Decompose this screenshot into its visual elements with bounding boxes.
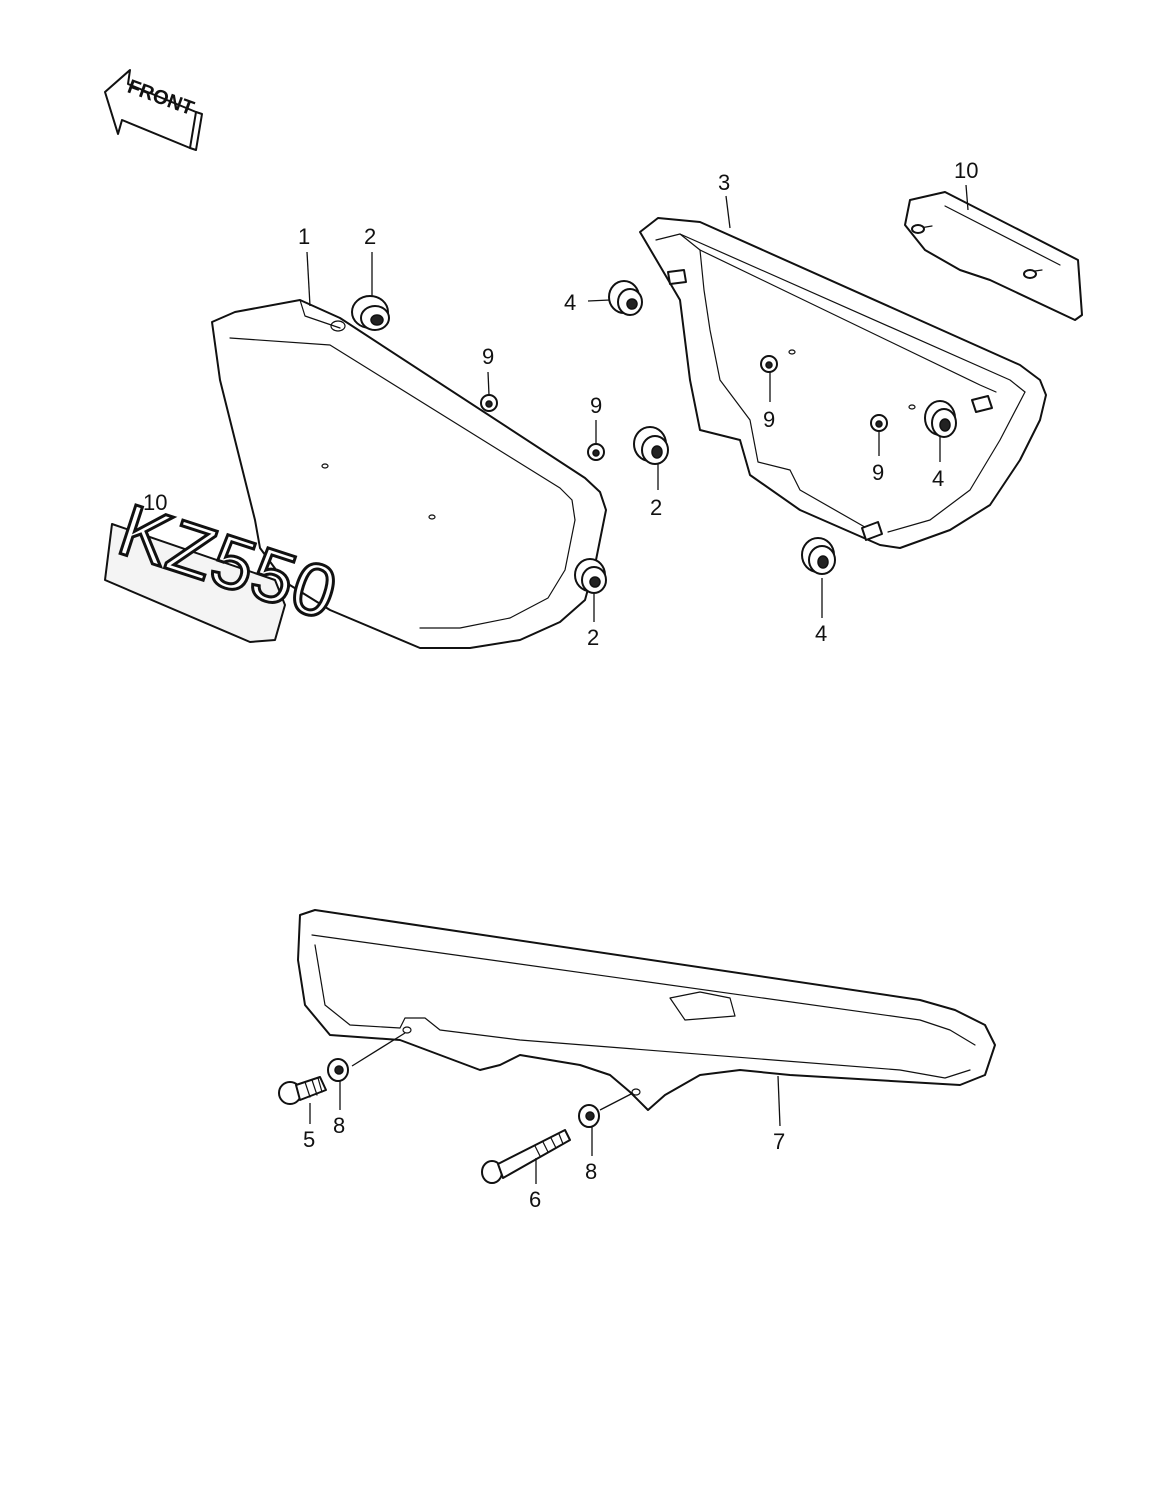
- grommet-2a: [351, 295, 390, 331]
- callout-4a: 4: [564, 290, 576, 315]
- collar-9d: [870, 414, 888, 432]
- callout-10b: 10: [954, 158, 978, 183]
- callout-2a: 2: [364, 224, 376, 249]
- washer-8b: [578, 1104, 600, 1128]
- callout-4c: 4: [815, 621, 827, 646]
- collar-9b: [587, 443, 605, 461]
- callout-1: 1: [298, 224, 310, 249]
- right-side-cover: [639, 217, 1047, 549]
- callout-5: 5: [303, 1127, 315, 1152]
- left-side-cover: [211, 299, 607, 649]
- callout-9a: 9: [482, 344, 494, 369]
- collar-9c: [760, 355, 778, 373]
- collar-9a: [480, 394, 498, 412]
- callout-8b: 8: [585, 1159, 597, 1184]
- chain-cover: [297, 909, 996, 1111]
- grommet-4b: [924, 400, 957, 438]
- grommet-2b: [633, 426, 669, 465]
- callout-4b: 4: [932, 466, 944, 491]
- callout-labels: 1 2 9 2 2 9 3 4 9 9 4 4 10 10 5 8 6 8 7: [143, 158, 978, 1212]
- callout-9b: 9: [590, 393, 602, 418]
- grommet-4a: [608, 280, 643, 316]
- grommet-2c: [574, 558, 607, 594]
- callout-8a: 8: [333, 1113, 345, 1138]
- bolt-5: [278, 1076, 327, 1105]
- callout-10a: 10: [143, 490, 167, 515]
- callout-7: 7: [773, 1129, 785, 1154]
- callout-9d: 9: [872, 460, 884, 485]
- callout-9c: 9: [763, 407, 775, 432]
- callout-2b: 2: [650, 495, 662, 520]
- callout-2c: 2: [587, 625, 599, 650]
- bolt-6: [481, 1129, 571, 1184]
- leader-lines: [306, 184, 969, 1184]
- callout-3: 3: [718, 170, 730, 195]
- front-arrow: FRONT: [104, 69, 203, 151]
- grommet-4c: [801, 537, 836, 575]
- washer-8a: [327, 1058, 349, 1082]
- emblem-rear: [904, 191, 1083, 321]
- callout-6: 6: [529, 1187, 541, 1212]
